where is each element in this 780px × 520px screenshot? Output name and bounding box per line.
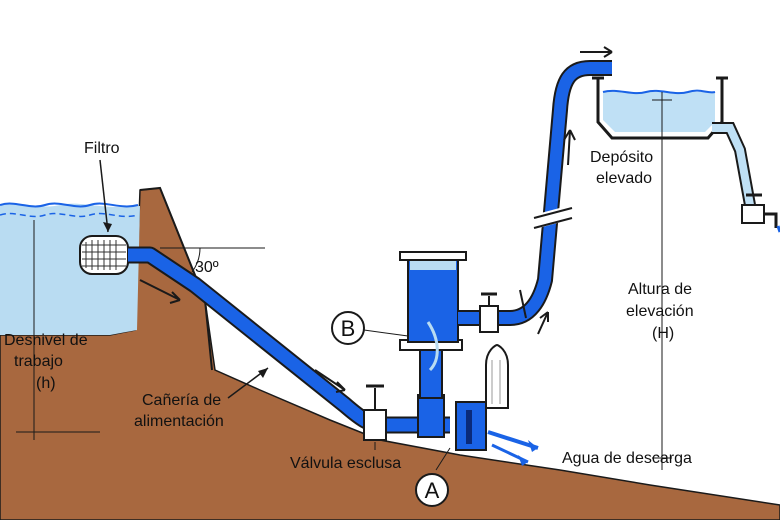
label-deposito-1: Depósito <box>590 149 653 166</box>
label-altura-2: elevación <box>626 303 694 320</box>
flow-arrow-up <box>563 129 576 166</box>
tank-wall <box>596 78 724 140</box>
marker-a-circle <box>415 473 449 507</box>
waste-valve-plate <box>466 410 472 444</box>
delivery-valve-body <box>479 305 499 333</box>
leader-filtro <box>99 159 109 233</box>
ram-body-lower <box>417 394 445 438</box>
label-altura-3: (H) <box>652 325 674 342</box>
gate-valve-body <box>363 409 387 441</box>
delivery-pipe-fill <box>458 62 612 324</box>
discharge-arrow-1-head <box>528 440 538 452</box>
label-valvula: Válvula esclusa <box>290 455 401 472</box>
marker-a-label: A <box>425 478 440 503</box>
label-filtro: Filtro <box>84 140 120 157</box>
label-altura-1: Altura de <box>628 281 692 298</box>
outlet-pipe-fill <box>712 124 754 206</box>
pump-cylinder <box>485 343 509 409</box>
angle-label: 30º <box>195 259 219 276</box>
marker-b-label: B <box>341 316 356 341</box>
leader-caneria-arrow <box>258 368 268 378</box>
flow-arrow-2 <box>314 369 346 393</box>
label-caneria-2: alimentación <box>134 413 224 430</box>
internal-flow-arrow <box>426 321 439 372</box>
reservoir-wave-2 <box>0 212 139 218</box>
flange-top <box>399 251 467 261</box>
filter-mesh <box>82 240 126 270</box>
flow-arrow-3 <box>519 289 527 319</box>
label-desnivel-1: Desnivel de <box>4 332 88 349</box>
tap-spout <box>764 212 778 228</box>
leader-b <box>363 329 409 337</box>
leader-filtro-arrow <box>103 222 112 232</box>
label-caneria-1: Cañería de <box>142 392 221 409</box>
flow-arrow-1 <box>139 279 181 304</box>
flow-arrow-top <box>580 46 613 58</box>
discharge-arrow-2-head <box>518 455 528 466</box>
leader-a <box>435 447 451 471</box>
delivery-pipe <box>458 60 612 326</box>
pipe-break-2 <box>533 217 573 229</box>
ground-dam-edge <box>139 186 213 371</box>
tank-wave <box>602 89 716 95</box>
label-agua: Agua de descarga <box>562 450 692 467</box>
discharge-arrow-1 <box>487 430 539 450</box>
marker-b-circle <box>331 311 365 345</box>
flow-arrow-delivery <box>537 311 549 335</box>
reservoir-wave <box>0 202 139 208</box>
label-desnivel-3: (h) <box>36 375 56 392</box>
tap-body <box>741 204 765 224</box>
label-deposito-2: elevado <box>596 170 652 187</box>
label-desnivel-2: trabajo <box>14 353 63 370</box>
tank-water <box>603 92 715 132</box>
angle-arc <box>191 247 201 273</box>
pipe-break-1 <box>533 207 573 219</box>
